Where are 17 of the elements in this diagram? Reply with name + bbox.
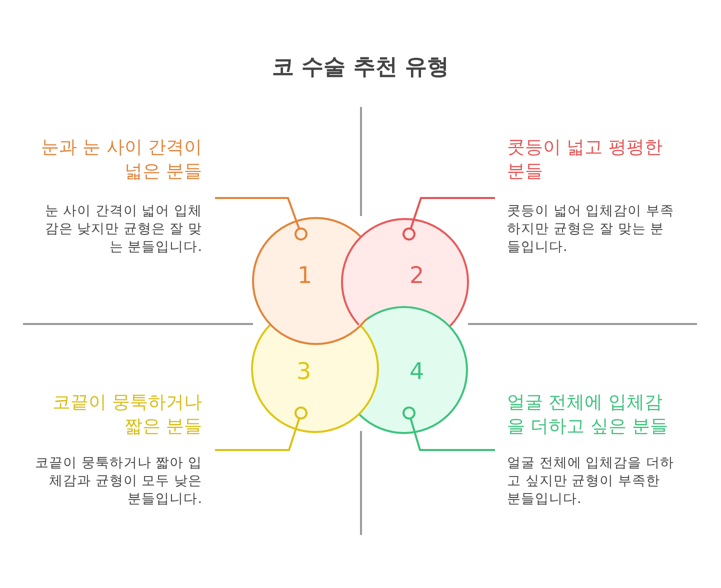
callout-heading: 눈과 눈 사이 간격이 넓은 분들: [40, 136, 202, 184]
callout-heading: 코끝이 뭉툭하거나 짧은 분들: [51, 391, 202, 439]
circle-number: 3: [296, 358, 312, 386]
callout-heading: 얼굴 전체에 입체감을 더하고 싶은 분들: [507, 391, 670, 439]
leader-line: [215, 406, 308, 451]
leader-line: [402, 406, 495, 451]
leader-line: [402, 197, 495, 240]
callout-text: 얼굴 전체에 입체감을 더하고 싶지만 균형이 부족한 분들입니다.: [507, 454, 674, 508]
circle-number: 2: [410, 262, 424, 290]
circle-number: 1: [298, 262, 312, 290]
callout-heading: 콧등이 넓고 평평한 분들: [507, 136, 664, 184]
callout-text: 눈 사이 간격이 넓어 입체감은 낮지만 균형은 잘 맞는 분들입니다.: [44, 202, 202, 256]
callout-text: 코끝이 뭉툭하거나 짧아 입체감과 균형이 모두 낮은 분들입니다.: [35, 454, 202, 508]
leader-line: [215, 197, 308, 240]
circle-number: 4: [410, 358, 424, 386]
diagram-title: 코 수술 추천 유형: [271, 54, 450, 82]
callout-text: 콧등이 넓어 입체감이 부족하지만 균형은 잘 맞는 분들입니다.: [507, 202, 675, 256]
